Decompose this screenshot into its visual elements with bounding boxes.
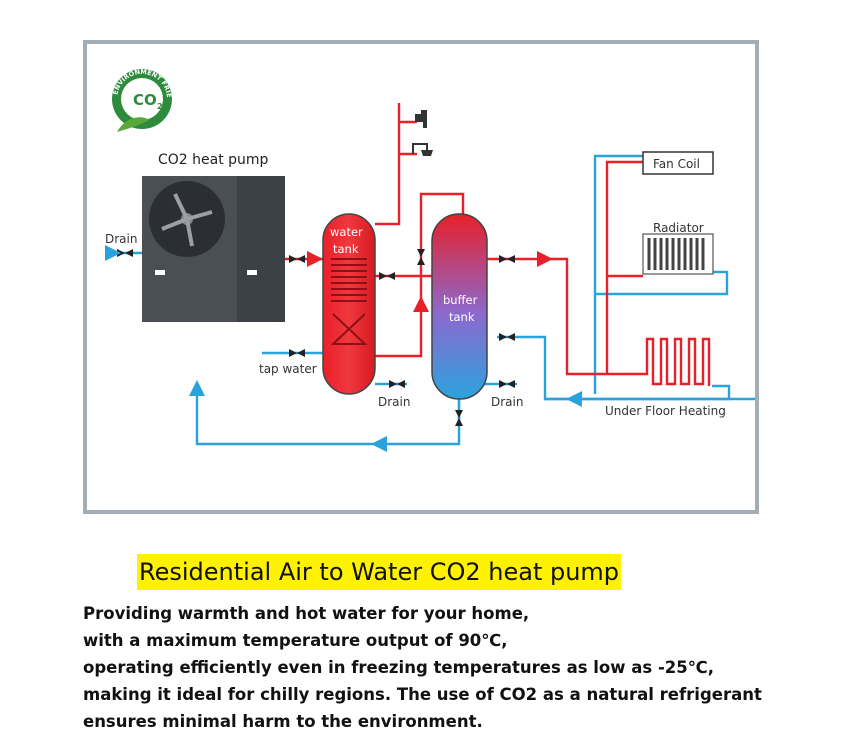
buffer-return-pipe bbox=[497, 335, 755, 401]
hot-supply-pipe bbox=[375, 103, 401, 226]
description-line: with a maximum temperature output of 90℃… bbox=[83, 631, 508, 650]
heat-pump-side bbox=[237, 176, 285, 322]
badge-inner-circle bbox=[121, 78, 163, 120]
heat-pump-label: CO2 heat pump bbox=[158, 152, 269, 168]
drain-left-label: Drain bbox=[105, 232, 137, 246]
radiator-icon bbox=[642, 233, 714, 275]
fancoil-return-pipe bbox=[593, 154, 643, 394]
diagram-frame: ENVIRONMENT FRIENDLY CO 2 bbox=[83, 40, 759, 514]
buffer-supply-pipe bbox=[487, 257, 635, 376]
description-line: making it ideal for chilly regions. The … bbox=[83, 685, 762, 704]
description-line: Providing warmth and hot water for your … bbox=[83, 604, 530, 623]
under-floor-heating-label: Under Floor Heating bbox=[605, 404, 726, 418]
valve-drain-buffer bbox=[499, 380, 515, 388]
heating-system-diagram: ENVIRONMENT FRIENDLY CO 2 bbox=[87, 44, 755, 452]
headline: Residential Air to Water CO2 heat pump bbox=[137, 554, 622, 590]
water-tank-body bbox=[322, 213, 376, 395]
coil-to-buffer-pipe bbox=[375, 192, 465, 358]
valve-buffer-out bbox=[499, 255, 515, 263]
tap-water-label: tap water bbox=[259, 362, 317, 376]
flow-arrows bbox=[105, 245, 582, 452]
valve-pump-out bbox=[289, 255, 305, 263]
water-tank bbox=[322, 213, 376, 395]
floor-return-pipe bbox=[545, 384, 731, 401]
inner-coil bbox=[330, 313, 368, 345]
radiator-return-pipe bbox=[595, 270, 729, 296]
fan-coil-label: Fan Coil bbox=[653, 157, 700, 171]
buffer-tank-body bbox=[431, 213, 488, 400]
valve-drain-left bbox=[117, 249, 133, 257]
valve-tank-out bbox=[379, 272, 395, 280]
description-line: operating efficiently even in freezing t… bbox=[83, 658, 715, 677]
heat-exchanger-coil bbox=[331, 258, 367, 302]
drain-water-tank-label: Drain bbox=[378, 395, 410, 409]
heat-pump-unit bbox=[142, 176, 285, 322]
faucet-icon bbox=[415, 110, 427, 128]
valves bbox=[117, 249, 515, 426]
environment-badge: ENVIRONMENT FRIENDLY CO 2 bbox=[87, 44, 173, 132]
valve-buffer-return bbox=[499, 333, 515, 341]
leaf-icon bbox=[117, 117, 149, 132]
heat-pump-vent-left bbox=[155, 270, 165, 275]
description-line: ensures minimal harm to the environment. bbox=[83, 712, 483, 731]
floor-heating-loop bbox=[635, 337, 711, 386]
buffer-tank bbox=[431, 213, 488, 400]
badge-co-text: CO bbox=[133, 91, 157, 109]
return-pipe bbox=[195, 386, 461, 446]
fancoil-supply-pipe bbox=[605, 160, 643, 374]
valve-tap-water bbox=[289, 349, 305, 357]
water-tank-label-1: water bbox=[330, 225, 363, 239]
badge-subscript: 2 bbox=[157, 102, 163, 111]
heat-pump-vent-right bbox=[247, 270, 257, 275]
valve-drain-tank bbox=[389, 380, 405, 388]
fan-blades bbox=[161, 193, 213, 247]
water-tank-label-2: tank bbox=[333, 242, 359, 256]
shower-icon bbox=[412, 143, 433, 156]
valve-buffer-bottom bbox=[455, 410, 463, 426]
valve-vertical-hot bbox=[417, 249, 425, 265]
buffer-tank-label-1: buffer bbox=[443, 293, 478, 307]
description: Providing warmth and hot water for your … bbox=[83, 600, 803, 735]
radiator-label: Radiator bbox=[653, 221, 704, 235]
buffer-tank-label-2: tank bbox=[449, 310, 475, 324]
drain-buffer-tank-label: Drain bbox=[491, 395, 523, 409]
fan-coil-box bbox=[642, 151, 714, 175]
